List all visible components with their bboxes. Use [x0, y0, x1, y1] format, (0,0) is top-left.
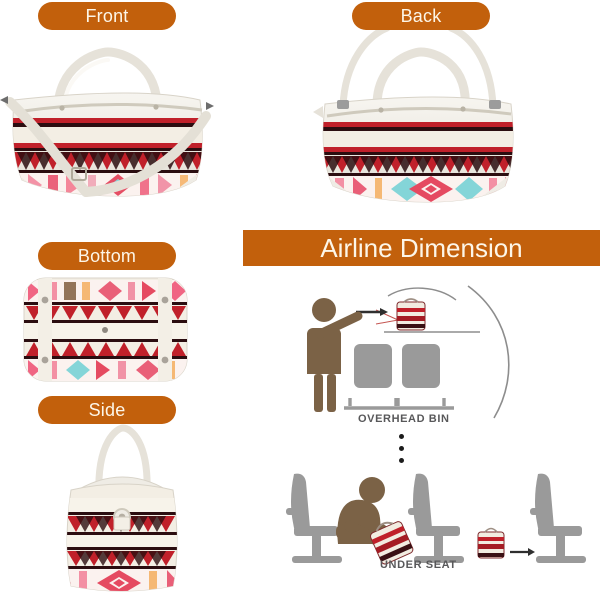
airline-dimension-banner: Airline Dimension — [243, 230, 600, 266]
airline-dimension-diagram — [280, 278, 600, 600]
badge-front-label: Front — [85, 5, 129, 26]
under-seat-scene — [286, 473, 586, 565]
overhead-bin-scene — [307, 285, 510, 419]
badge-side-label: Side — [88, 399, 126, 420]
under-seat-label: UNDER SEAT — [380, 559, 457, 571]
dot-1 — [399, 434, 404, 439]
product-image-side — [45, 420, 200, 598]
product-image-bottom — [18, 272, 193, 387]
dot-2 — [399, 446, 404, 451]
badge-back-label: Back — [400, 5, 442, 26]
badge-bottom-label: Bottom — [77, 245, 137, 266]
airline-dimension-title: Airline Dimension — [320, 232, 523, 263]
vertical-dots-separator — [399, 434, 404, 470]
dot-3 — [399, 458, 404, 463]
overhead-bin-label: OVERHEAD BIN — [358, 413, 450, 425]
badge-back: Back — [352, 2, 490, 30]
badge-front: Front — [38, 2, 176, 30]
product-image-back — [305, 14, 545, 226]
badge-side: Side — [38, 396, 176, 424]
badge-bottom: Bottom — [38, 242, 176, 270]
product-image-front — [0, 22, 240, 227]
